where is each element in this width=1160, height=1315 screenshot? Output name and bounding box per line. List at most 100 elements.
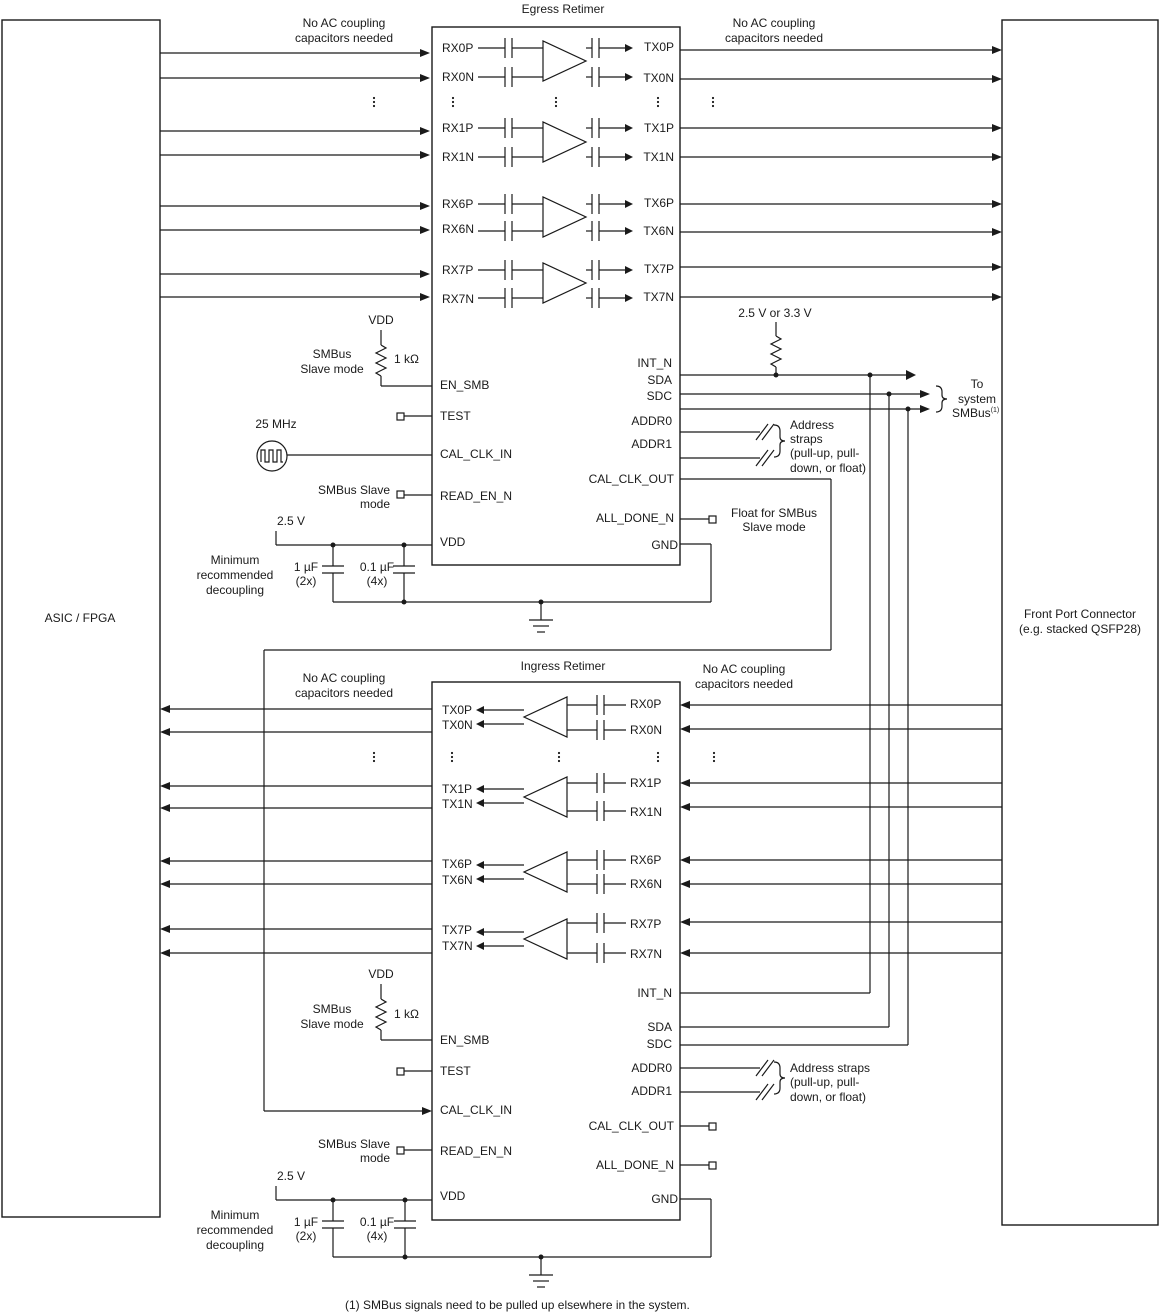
egress-address-strap-wires xyxy=(680,423,786,467)
egress-pin-rx1n: RX1N xyxy=(442,150,474,164)
ingress-note-right-line2: capacitors needed xyxy=(695,677,793,691)
egress-address-straps-line2: straps xyxy=(790,432,823,446)
ingress-smbus-wires xyxy=(680,992,908,1046)
asic-fpga-label: ASIC / FPGA xyxy=(45,611,116,625)
egress-pin-test: TEST xyxy=(440,409,471,423)
ingress-address-straps-line3: down, or float) xyxy=(790,1090,866,1104)
egress-pin-rx7n: RX7N xyxy=(442,292,474,306)
front-port-label: Front Port Connector xyxy=(1024,607,1136,621)
ingress-pin-rx6n: RX6N xyxy=(630,877,662,891)
asic-fpga-block xyxy=(1,19,161,1218)
ingress-pin-rx1n: RX1N xyxy=(630,805,662,819)
to-system-line3: SMBus(1) xyxy=(952,406,999,420)
ingress-address-strap-wires xyxy=(680,1059,786,1101)
footnote: (1) SMBus signals need to be pulled up e… xyxy=(345,1298,690,1312)
ingress-pin-int-n: INT_N xyxy=(637,986,672,1000)
ingress-pin-addr1: ADDR1 xyxy=(631,1084,672,1098)
ingress-pin-rx7n: RX7N xyxy=(630,947,662,961)
egress-read-en-note-line1: SMBus Slave xyxy=(318,483,390,497)
to-system-smbus: SMBus xyxy=(952,406,991,420)
egress-pin-rx0p: RX0P xyxy=(442,41,473,55)
ingress-pin-cal-clk-out: CAL_CLK_OUT xyxy=(589,1119,675,1133)
egress-address-straps-line3: (pull-up, pull- xyxy=(790,446,859,460)
to-system-brace xyxy=(935,385,948,413)
ingress-resistor-value: 1 kΩ xyxy=(394,1007,419,1021)
ingress-note-left-line1: No AC coupling xyxy=(303,671,386,685)
ingress-pin-tx0p: TX0P xyxy=(442,703,472,717)
egress-read-en-note-line2: mode xyxy=(360,497,390,511)
egress-tx-pin-labels: TX0P TX0N TX1P TX1N TX6P TX6N TX7P TX7N xyxy=(643,40,674,304)
ingress-vdd-label: VDD xyxy=(368,967,394,981)
egress-note-right-line1: No AC coupling xyxy=(733,16,816,30)
egress-pin-addr1: ADDR1 xyxy=(631,437,672,451)
ingress-pin-addr0: ADDR0 xyxy=(631,1061,672,1075)
ingress-note-left-line2: capacitors needed xyxy=(295,686,393,700)
ingress-pin-rx6p: RX6P xyxy=(630,853,661,867)
egress-note-left-line2: capacitors needed xyxy=(295,31,393,45)
ingress-pin-tx7p: TX7P xyxy=(442,923,472,937)
front-port-sublabel: (e.g. stacked QSFP28) xyxy=(1019,622,1141,636)
egress-cap2-count: (4x) xyxy=(367,574,388,588)
ingress-pin-rx7p: RX7P xyxy=(630,917,661,931)
egress-pin-rx6p: RX6P xyxy=(442,197,473,211)
ingress-pin-test: TEST xyxy=(440,1064,471,1078)
ingress-pin-all-done-n: ALL_DONE_N xyxy=(596,1158,674,1172)
ingress-pin-tx6p: TX6P xyxy=(442,857,472,871)
ingress-pin-gnd: GND xyxy=(651,1192,678,1206)
egress-test-terminal xyxy=(396,412,405,421)
int-pullup-resistor xyxy=(769,335,783,368)
egress-pin-tx7p: TX7P xyxy=(644,262,674,276)
egress-supply-label: 2.5 V xyxy=(277,514,305,528)
ingress-decoupling-line3: decoupling xyxy=(206,1238,264,1252)
ingress-decoupling-line1: Minimum xyxy=(211,1208,260,1222)
egress-decoupling-line3: decoupling xyxy=(206,583,264,597)
ingress-pin-tx1n: TX1N xyxy=(442,797,473,811)
egress-internal-lanes xyxy=(478,38,633,308)
to-system-line1: To xyxy=(971,377,984,391)
egress-pin-all-done-n: ALL_DONE_N xyxy=(596,511,674,525)
egress-address-straps-line1: Address xyxy=(790,418,834,432)
ingress-smbus-label: SMBus xyxy=(313,1002,352,1016)
egress-pin-cal-clk-in: CAL_CLK_IN xyxy=(440,447,512,461)
front-port-connector-block xyxy=(1001,19,1159,1226)
ingress-rx-pin-labels: RX0P RX0N RX1P RX1N RX6P RX6N RX7P RX7N xyxy=(630,697,662,961)
egress-pin-addr0: ADDR0 xyxy=(631,414,672,428)
ingress-address-straps-line2: (pull-up, pull- xyxy=(790,1075,859,1089)
ingress-pin-en-smb: EN_SMB xyxy=(440,1033,489,1047)
ingress-retimer-title: Ingress Retimer xyxy=(521,659,606,673)
ingress-note-right-line1: No AC coupling xyxy=(703,662,786,676)
egress-clock-source-icon xyxy=(256,440,288,472)
egress-pin-tx0p: TX0P xyxy=(644,40,674,54)
ingress-read-en-note-line1: SMBus Slave xyxy=(318,1137,390,1151)
ingress-pin-vdd: VDD xyxy=(440,1189,466,1203)
ingress-supply-label: 2.5 V xyxy=(277,1169,305,1183)
egress-pin-sdc: SDC xyxy=(647,389,673,403)
ingress-cap2-value: 0.1 µF xyxy=(360,1215,394,1229)
ingress-cap1-value: 1 µF xyxy=(294,1215,318,1229)
float-note-line1: Float for SMBus xyxy=(731,506,817,520)
egress-pin-tx7n: TX7N xyxy=(643,290,674,304)
egress-clock-freq: 25 MHz xyxy=(255,417,296,431)
egress-pin-sda: SDA xyxy=(647,373,672,387)
ingress-read-en-note-line2: mode xyxy=(360,1151,390,1165)
egress-resistor-value: 1 kΩ xyxy=(394,352,419,366)
egress-smbus-label: SMBus xyxy=(313,347,352,361)
ingress-lane-wires xyxy=(160,701,1002,957)
egress-retimer-title: Egress Retimer xyxy=(522,2,605,16)
ingress-read-en-terminal xyxy=(396,1146,405,1155)
ingress-internal-lanes xyxy=(476,695,626,963)
ingress-pin-rx0n: RX0N xyxy=(630,723,662,737)
ingress-pin-sdc: SDC xyxy=(647,1037,673,1051)
egress-pin-gnd: GND xyxy=(651,538,678,552)
ingress-test-terminal xyxy=(396,1067,405,1076)
egress-note-left-line1: No AC coupling xyxy=(303,16,386,30)
egress-pullup-resistor xyxy=(374,344,388,377)
cal-clk-chain-wire xyxy=(263,478,832,1115)
egress-all-done-terminal xyxy=(708,515,717,524)
ingress-cal-clk-out-terminal xyxy=(708,1122,717,1131)
ingress-ellipsis-dots xyxy=(372,751,716,763)
egress-pin-cal-clk-out: CAL_CLK_OUT xyxy=(589,472,675,486)
egress-pin-read-en-n: READ_EN_N xyxy=(440,489,512,503)
ingress-pin-cal-clk-in: CAL_CLK_IN xyxy=(440,1103,512,1117)
